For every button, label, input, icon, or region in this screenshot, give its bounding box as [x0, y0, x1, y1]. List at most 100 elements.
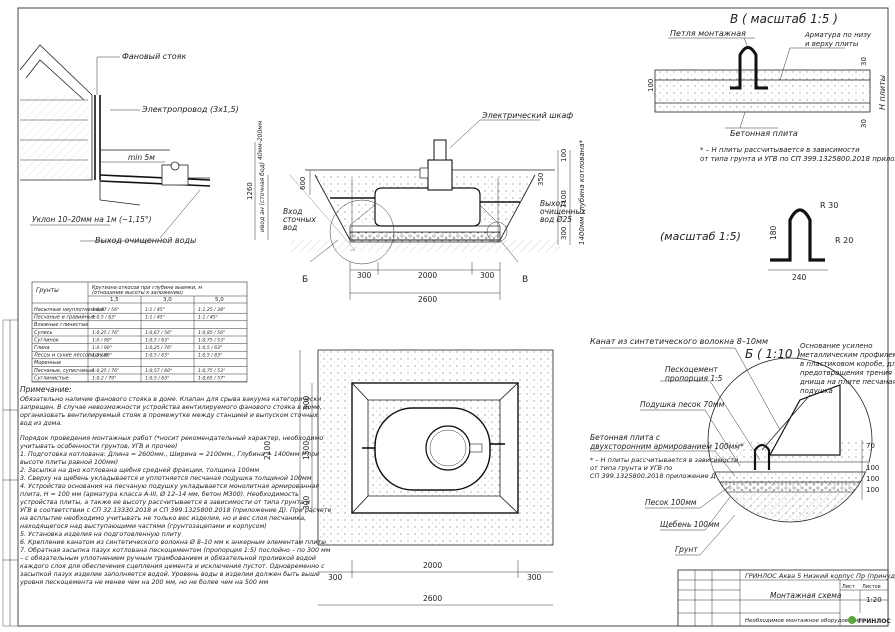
- inlet-label-1: Вход: [283, 207, 302, 216]
- stamp-company: ГРИНЛОС Аква 5 Низкий корпус Пр (принуди…: [745, 572, 895, 580]
- table-sub-3: 5,0: [215, 297, 224, 303]
- title-block: ГРИНЛОС Аква 5 Низкий корпус Пр (принуди…: [677, 569, 895, 627]
- base-label-2: металлическим профилем: [800, 351, 895, 359]
- notes-line: Порядок проведения монтажных работ (*нос…: [20, 434, 323, 442]
- outlet-label-2: очищенных: [540, 207, 586, 216]
- table-cell: 1:0,67 / 56°: [92, 307, 119, 313]
- table-cell: Песчаные, супесчаные: [34, 368, 94, 374]
- detail-v: В ( масштаб 1:5 ) Петля монтажная Армату…: [647, 12, 895, 163]
- fan-riser-label: Фановый стояк: [122, 52, 186, 61]
- dim-300-right: 300: [560, 227, 568, 240]
- notes-line: 7. Обратная засыпка пазух котлована песк…: [20, 546, 331, 554]
- notes-line: высоте плиты равной 100мм): [20, 459, 118, 466]
- base-label-5: днища на плите песчаная: [799, 378, 895, 386]
- notes-block: Примечание: Обязательно наличие фанового…: [19, 385, 331, 586]
- dim-r30: R 30: [820, 201, 838, 210]
- pillow-label: Подушка песок 70мм: [640, 400, 725, 409]
- dim-plan-w2000: 2000: [423, 561, 442, 570]
- table-cell: 1:0,5 / 63°: [92, 315, 116, 321]
- outlet-label-1: Выход: [540, 199, 565, 208]
- table-cell: 1:0,5 / 63°: [198, 345, 222, 351]
- notes-line: 2. Засыпка на дно котлована щебня средне…: [20, 466, 259, 474]
- notes-line: учитывать особенности грунтов, УГВ и про…: [19, 442, 177, 450]
- detail-b-labels: Канат из синтетического волокна 8–10мм О…: [589, 337, 895, 556]
- rebar-label-2: и верху плиты: [805, 40, 859, 48]
- dim-600: 600: [299, 177, 307, 190]
- plan-view: [317, 349, 554, 546]
- table-cell: 1:0,5 / 63°: [145, 353, 169, 359]
- table-cell: 1:0,57 / 60°: [145, 368, 172, 374]
- cabinet-label: Электрический шкаф: [481, 111, 573, 120]
- table-cell: Глина: [34, 345, 50, 351]
- dim-plan-w300a: 300: [328, 573, 343, 582]
- table-cell: Насыпные неуплотненные: [34, 307, 104, 313]
- notes-paragraph-2: Порядок проведения монтажных работ (*нос…: [19, 434, 331, 586]
- notes-line: Обязательно наличие фанового стояка в до…: [20, 395, 321, 403]
- house-sketch: [19, 44, 211, 206]
- table-head-slope: Крутизна откосов при глубине выемки, м: [92, 285, 202, 291]
- notes-line: запрещен. В случае невозможности устройс…: [20, 404, 322, 411]
- notes-line: на всплытие необходимо учитывать не толь…: [20, 514, 306, 522]
- table-cell: 1:0 / 90°: [92, 353, 112, 359]
- dim-b-70: 70: [866, 442, 875, 450]
- dim-inlet-depth: ивод ан (сточная бод): [259, 162, 266, 232]
- slope-label: Уклон 10–20мм на 1м (~1,15°): [32, 215, 152, 224]
- table-cell: 1:0,85 / 50°: [198, 330, 225, 336]
- base-label-3: в пластиковом коробе, для: [800, 360, 895, 368]
- detail-b-note-1: * – Н плиты рассчитывается в зависимости: [590, 456, 738, 464]
- slab-label: Бетонная плита: [730, 129, 798, 138]
- loop-detail-title: (масштаб 1:5): [660, 230, 741, 243]
- table-head-slope-2: (отношение высоты к заложению): [92, 290, 183, 296]
- distance-label: min 5м: [128, 153, 155, 162]
- table-cell: 1:1 / 45°: [145, 307, 165, 313]
- table-cell: 1:0,75 / 53°: [198, 368, 225, 374]
- notes-line: уровня пескоцемента не менее чем на 200 …: [19, 578, 269, 586]
- dim-b-100c: 100: [866, 486, 879, 494]
- dim-v-h: Н плиты: [878, 75, 887, 110]
- sheet-frame: [17, 7, 889, 627]
- outlet-label-3: вод Ø25: [540, 215, 572, 224]
- dim-b-100a: 100: [866, 464, 879, 472]
- power-line-label: Электропровод (3x1,5): [141, 105, 239, 114]
- stamp-sheet: Лист: [842, 584, 855, 590]
- notes-title: Примечание:: [20, 385, 72, 394]
- notes-line: – с обязательным уплотнением ручным трам…: [20, 554, 316, 562]
- notes-line: организовать вентилируемый стояк в проме…: [20, 412, 318, 419]
- detail-v-note-2: от типа грунта и УГВ по СП 399.1325800.2…: [700, 155, 895, 163]
- side-stamp: [2, 319, 19, 627]
- dim-1100: 1100: [560, 190, 568, 208]
- stamp-sheets: Листов: [862, 584, 881, 590]
- dim-v-100: 100: [647, 79, 655, 92]
- dim-plan-1500: 1500: [302, 441, 311, 460]
- notes-line: плита, Н = 100 мм (арматура класса А-III…: [20, 490, 299, 498]
- inlet-label-3: вод: [283, 223, 297, 232]
- table-cell: 1:0,25 / 76°: [145, 345, 172, 351]
- table-cell: 1:0,67 / 56°: [145, 330, 172, 336]
- dim-w2000: 2000: [418, 271, 437, 280]
- slab-b-label-1: Бетонная плита с: [590, 433, 661, 442]
- dim-v-30b: 30: [860, 119, 868, 128]
- company-logo: ГРИНЛОС: [848, 616, 891, 625]
- dim-w2600: 2600: [418, 295, 437, 304]
- table-cell: 1:0,75 / 53°: [198, 337, 225, 343]
- table-cell: Песчаные и гравийные: [34, 315, 95, 321]
- table-cell: 1:1,25 / 38°: [198, 307, 225, 313]
- notes-line: 4. Устройство основания на песчаную поду…: [20, 483, 319, 490]
- table-cell: Супесь: [34, 330, 53, 336]
- base-label-4: предотвращения трения: [800, 369, 892, 377]
- gravel-label: Щебень 100мм: [660, 520, 720, 529]
- dim-350: 350: [537, 173, 545, 186]
- table-cell: Суглинок: [34, 337, 59, 343]
- notes-line: 1. Подготовка котлована: Длина = 2600мм.…: [20, 450, 319, 458]
- dim-w300b: 300: [480, 271, 495, 280]
- soil-label: Грунт: [675, 545, 698, 554]
- table-cell: 1:1 / 45°: [145, 315, 165, 321]
- table-cell: 1:0,5 / 63°: [145, 337, 169, 343]
- notes-line: засыпкой пазух изделие заполняется водой…: [20, 570, 320, 578]
- dim-w300a: 300: [357, 271, 372, 280]
- detail-b-note-2: от типа грунта и УГВ по: [590, 464, 672, 472]
- dim-v-30a: 30: [860, 57, 868, 66]
- notes-line: 3. Сверху на щебень укладывается и уплот…: [20, 474, 312, 482]
- notes-line: УГВ в соответствии с СП 32.13330.2018 и …: [20, 507, 331, 514]
